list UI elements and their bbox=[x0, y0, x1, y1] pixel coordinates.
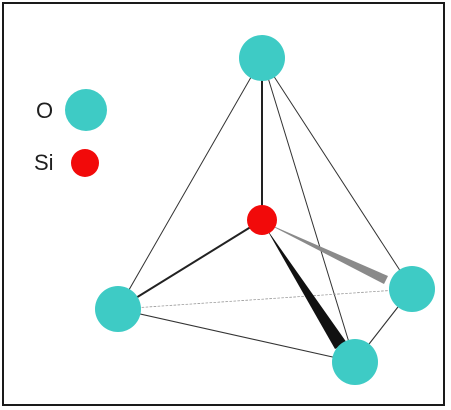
bond-si-right-wedge bbox=[264, 222, 388, 284]
legend-oxygen-swatch bbox=[65, 89, 107, 131]
edge-left-right-hidden bbox=[117, 288, 413, 310]
legend-label-oxygen: O bbox=[36, 98, 53, 123]
edge-top-right bbox=[261, 57, 413, 290]
oxygen-atom-top bbox=[239, 35, 285, 81]
legend-silicon-swatch bbox=[71, 149, 99, 177]
oxygen-atom-left bbox=[95, 286, 141, 332]
bond-si-bottom-wedge bbox=[266, 228, 347, 349]
bond-si-left bbox=[117, 219, 263, 310]
silicon-atom bbox=[247, 205, 277, 235]
oxygen-atoms bbox=[95, 35, 435, 385]
edge-top-bottom bbox=[261, 57, 356, 363]
diagram-frame bbox=[2, 2, 445, 406]
edge-top-left bbox=[117, 57, 263, 310]
oxygen-atom-right bbox=[389, 266, 435, 312]
oxygen-atom-bottom bbox=[332, 339, 378, 385]
si-o-bonds bbox=[117, 57, 388, 349]
legend: O Si bbox=[34, 89, 107, 177]
legend-label-silicon: Si bbox=[34, 150, 54, 175]
edge-left-bottom bbox=[117, 308, 356, 363]
